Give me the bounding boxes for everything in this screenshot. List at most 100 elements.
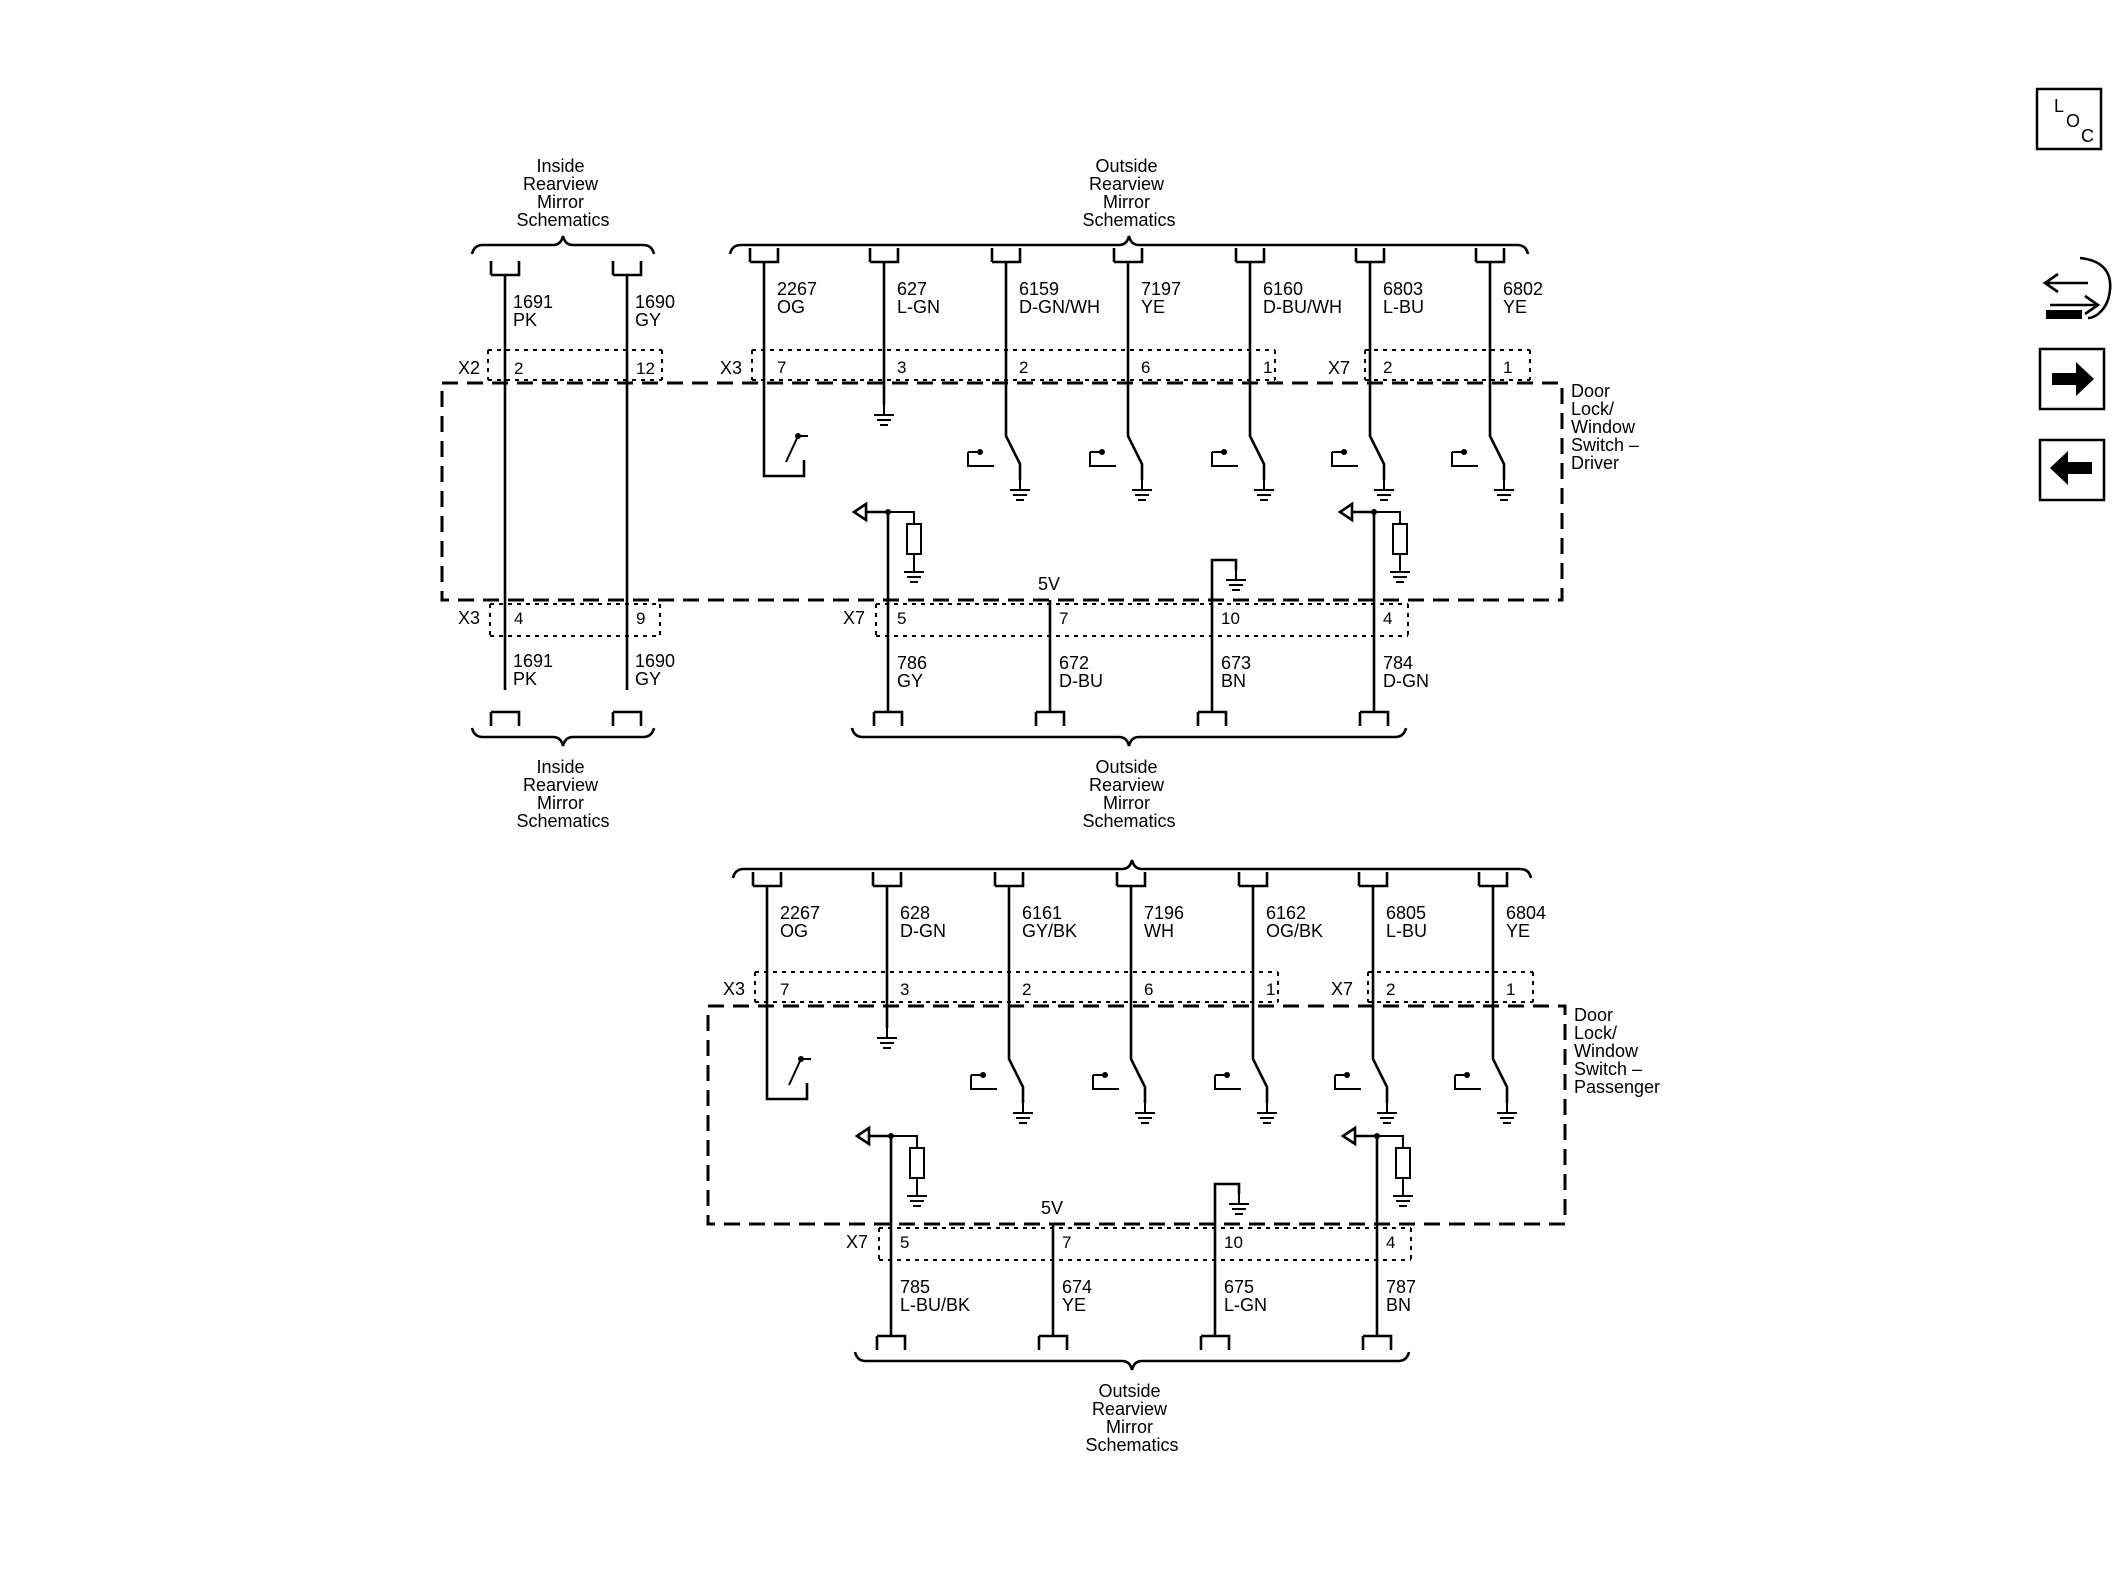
circuit-number: 675 <box>1224 1277 1254 1297</box>
next-page-button[interactable] <box>2038 347 2106 411</box>
previous-page-button[interactable] <box>2038 438 2106 502</box>
supply-5v-label: 5V <box>1038 574 1060 594</box>
pin-number: 6 <box>1144 980 1153 999</box>
pin-number: 10 <box>1224 1233 1243 1252</box>
inside-mirror-top-label: Inside Rearview Mirror Schematics <box>516 156 609 230</box>
wire-color: GY <box>635 669 661 689</box>
arrow-right-icon <box>2052 362 2094 396</box>
circuit-number: 628 <box>900 903 930 923</box>
wire-color: OG/BK <box>1266 921 1323 941</box>
wire-color: YE <box>1141 297 1165 317</box>
location-nav-button[interactable]: L O C <box>2035 87 2103 151</box>
inside-mirror-bottom-label: Inside Rearview Mirror Schematics <box>516 757 609 831</box>
connector-end-view-icon[interactable] <box>2042 256 2112 320</box>
wire-color: L-GN <box>1224 1295 1267 1315</box>
inside-mirror-top-brace <box>470 235 656 255</box>
pin-number: 2 <box>514 359 523 378</box>
circuit-number: 2267 <box>780 903 820 923</box>
passenger-outside-mirror-bottom-label: Outside Rearview Mirror Schematics <box>1085 1381 1178 1455</box>
wire-color: D-GN/WH <box>1019 297 1100 317</box>
wire-color: GY/BK <box>1022 921 1077 941</box>
wire-color: PK <box>513 669 537 689</box>
circuit-number: 786 <box>897 653 927 673</box>
passenger-connector-x7-top: X7 <box>1331 979 1353 999</box>
passenger-connector-x3-top: X3 <box>723 979 745 999</box>
pin-number: 2 <box>1386 980 1395 999</box>
connector-x7-top: X7 <box>1328 358 1350 378</box>
wire-color: OG <box>780 921 808 941</box>
pin-number: 1 <box>1506 980 1515 999</box>
loc-letter-l: L <box>2054 96 2064 116</box>
outside-mirror-top-brace <box>728 235 1530 255</box>
circuit-number: 1691 <box>513 292 553 312</box>
wire-color: L-GN <box>897 297 940 317</box>
circuit-number: 1690 <box>635 651 675 671</box>
circuit-number: 6162 <box>1266 903 1306 923</box>
pin-number: 6 <box>1141 358 1150 377</box>
pin-number: 3 <box>897 358 906 377</box>
circuit-number: 6803 <box>1383 279 1423 299</box>
wire-color: D-GN <box>1383 671 1429 691</box>
inside-mirror-bottom-brace <box>470 727 656 747</box>
pin-number: 4 <box>1383 609 1392 628</box>
passenger-outside-mirror-top-brace <box>731 859 1533 879</box>
driver-switch-outline <box>440 381 1564 602</box>
outside-mirror-top-label: Outside Rearview Mirror Schematics <box>1082 156 1175 230</box>
pin-number: 2 <box>1022 980 1031 999</box>
pin-number: 1 <box>1503 358 1512 377</box>
outside-mirror-bottom-label: Outside Rearview Mirror Schematics <box>1082 757 1175 831</box>
wire-color: BN <box>1386 1295 1411 1315</box>
pin-number: 1 <box>1266 980 1275 999</box>
passenger-switch-section: X3 X7 Outside Rearview Mirror Schematics… <box>706 859 1660 1455</box>
driver-switch-label: Door Lock/ Window Switch – Driver <box>1571 381 1644 473</box>
wire-color: OG <box>777 297 805 317</box>
pin-number: 5 <box>900 1233 909 1252</box>
pin-number: 4 <box>1386 1233 1395 1252</box>
wire-color: YE <box>1062 1295 1086 1315</box>
loc-letter-c: C <box>2081 126 2094 146</box>
circuit-number: 6159 <box>1019 279 1059 299</box>
arrow-left-icon <box>2050 451 2092 485</box>
wire-color: GY <box>897 671 923 691</box>
pin-number: 1 <box>1263 358 1272 377</box>
circuit-number: 787 <box>1386 1277 1416 1297</box>
pin-number: 2 <box>1019 358 1028 377</box>
outside-mirror-bottom-brace <box>850 727 1408 747</box>
wire-color: PK <box>513 310 537 330</box>
circuit-number: 6804 <box>1506 903 1546 923</box>
circuit-number: 785 <box>900 1277 930 1297</box>
wire-color: GY <box>635 310 661 330</box>
connector-x3-bottom: X3 <box>458 608 480 628</box>
pin-number: 4 <box>514 609 523 628</box>
circuit-number: 7196 <box>1144 903 1184 923</box>
wire-color: YE <box>1506 921 1530 941</box>
passenger-outside-mirror-bottom-brace <box>853 1351 1411 1371</box>
circuit-number: 2267 <box>777 279 817 299</box>
pin-number: 7 <box>777 358 786 377</box>
wire-color: YE <box>1503 297 1527 317</box>
circuit-number: 627 <box>897 279 927 299</box>
connector-x2: X2 <box>458 358 480 378</box>
passenger-switch-label: Door Lock/ Window Switch – Passenger <box>1574 1005 1660 1097</box>
wire-color: D-BU/WH <box>1263 297 1342 317</box>
